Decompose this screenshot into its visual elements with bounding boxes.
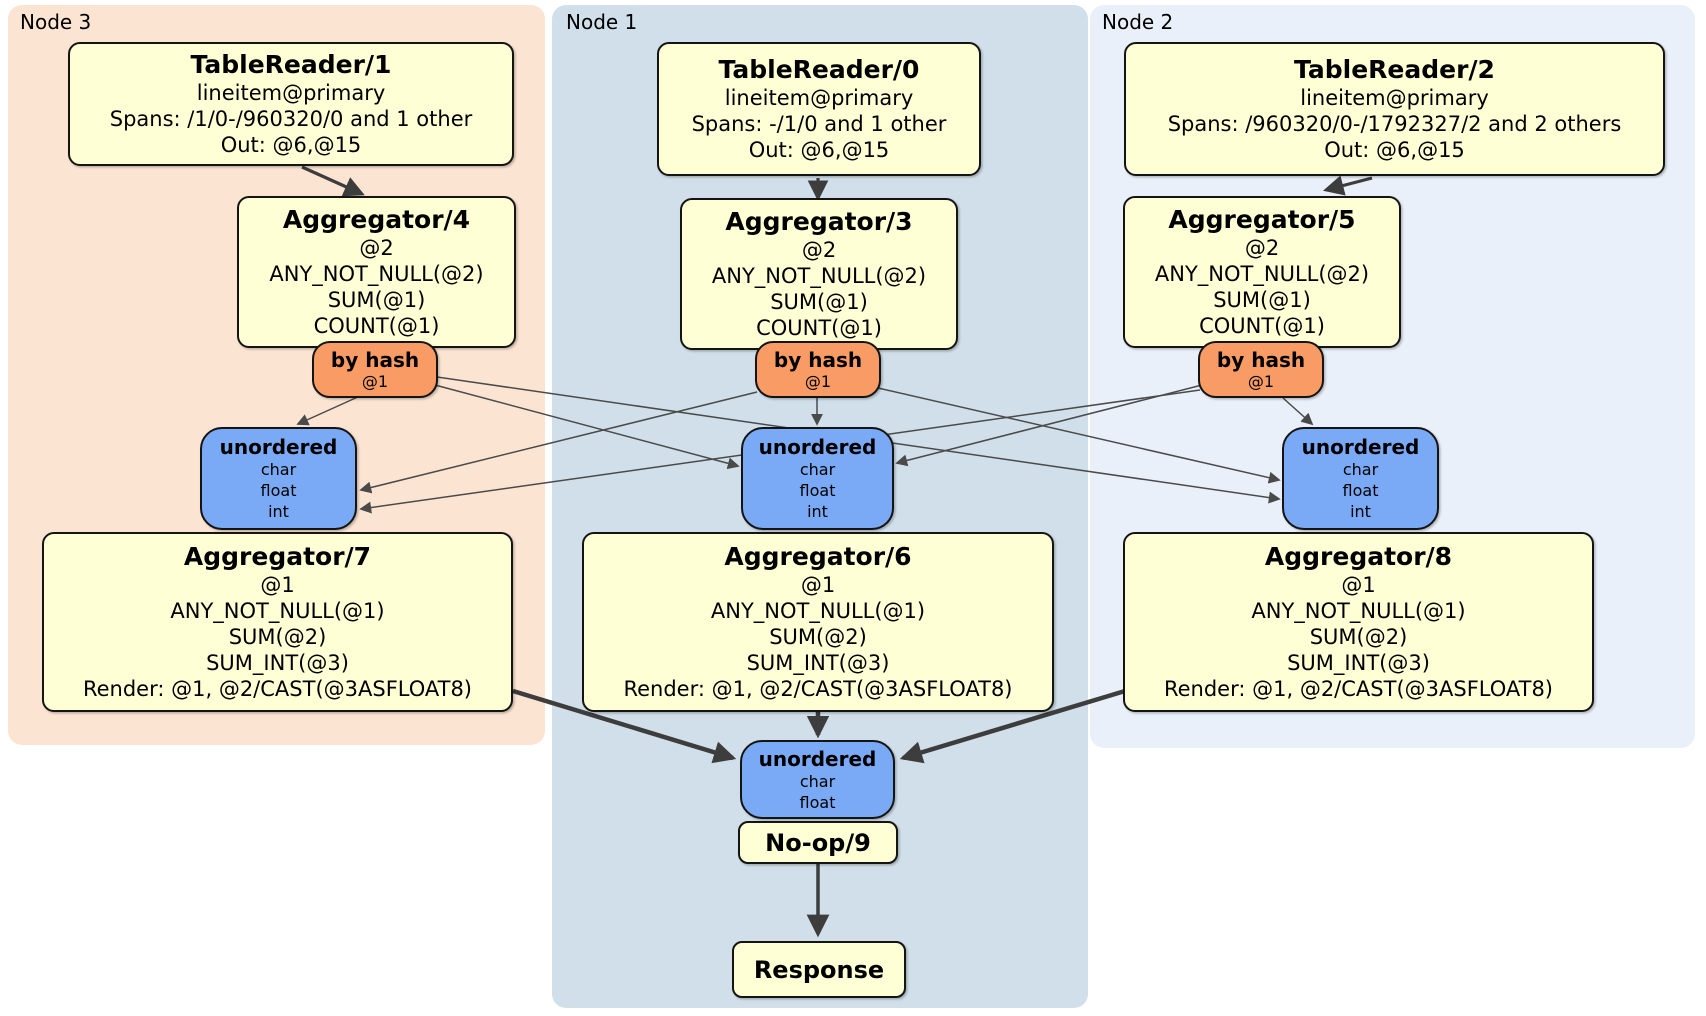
- sync-item: int: [1350, 502, 1371, 521]
- processor-line: Out: @6,@15: [1324, 138, 1465, 162]
- processor-tablereader-2: TableReader/2 lineitem@primary Spans: /9…: [1124, 42, 1665, 176]
- processor-title: Aggregator/5: [1168, 205, 1356, 234]
- router-by-hash-node3: by hash @1: [312, 341, 438, 398]
- processor-aggregator-8: Aggregator/8 @1 ANY_NOT_NULL(@1) SUM(@2)…: [1123, 532, 1594, 712]
- processor-line: COUNT(@1): [313, 314, 440, 338]
- processor-aggregator-4: Aggregator/4 @2 ANY_NOT_NULL(@2) SUM(@1)…: [237, 196, 516, 348]
- router-detail: @1: [804, 371, 832, 391]
- sync-item: char: [799, 771, 836, 791]
- processor-line: SUM(@1): [770, 290, 868, 314]
- processor-title: No-op/9: [765, 828, 871, 857]
- processor-aggregator-3: Aggregator/3 @2 ANY_NOT_NULL(@2) SUM(@1)…: [680, 198, 958, 350]
- processor-line: Spans: -/1/0 and 1 other: [691, 112, 947, 136]
- processor-noop-9: No-op/9: [738, 821, 898, 864]
- processor-line: ANY_NOT_NULL(@1): [1251, 599, 1466, 623]
- sync-unordered-final: unordered char float: [740, 740, 895, 819]
- sync-item: float: [1342, 481, 1379, 500]
- processor-line: Out: @6,@15: [220, 133, 362, 157]
- processor-line: SUM(@2): [769, 625, 867, 649]
- processor-line: lineitem@primary: [196, 81, 386, 105]
- processor-title: Aggregator/6: [724, 542, 912, 571]
- processor-edges: [301, 165, 1373, 938]
- processor-title: Aggregator/8: [1264, 542, 1453, 571]
- processor-line: @1: [260, 573, 295, 597]
- sync-title: unordered: [758, 746, 877, 771]
- sync-item: float: [799, 481, 836, 500]
- router-title: by hash: [773, 347, 863, 372]
- processor-line: @2: [359, 236, 394, 260]
- sync-item: float: [799, 792, 836, 812]
- processor-line: SUM_INT(@3): [746, 651, 890, 675]
- processor-tablereader-1: TableReader/1 lineitem@primary Spans: /1…: [68, 42, 514, 166]
- node2-label: Node 2: [1102, 10, 1174, 34]
- sync-item: int: [268, 502, 289, 521]
- processor-line: lineitem@primary: [724, 86, 914, 110]
- sync-unordered-node2: unordered char float int: [1282, 427, 1439, 530]
- router-title: by hash: [1216, 347, 1306, 372]
- processor-title: TableReader/0: [718, 55, 920, 84]
- processor-line: ANY_NOT_NULL(@2): [1154, 262, 1370, 286]
- processor-title: Aggregator/3: [725, 207, 913, 236]
- processor-line: COUNT(@1): [1199, 314, 1325, 338]
- processor-line: @1: [1341, 573, 1376, 597]
- sync-item: int: [807, 502, 828, 521]
- processor-title: Aggregator/4: [282, 205, 471, 234]
- processor-title: TableReader/2: [1294, 55, 1495, 84]
- sync-title: unordered: [758, 435, 877, 459]
- processor-title: Response: [753, 955, 885, 984]
- processor-aggregator-7: Aggregator/7 @1 ANY_NOT_NULL(@1) SUM(@2)…: [42, 532, 513, 712]
- sync-item: char: [799, 460, 836, 479]
- processor-line: SUM_INT(@3): [206, 651, 349, 675]
- router-title: by hash: [330, 347, 420, 372]
- processor-aggregator-5: Aggregator/5 @2 ANY_NOT_NULL(@2) SUM(@1)…: [1123, 196, 1401, 348]
- processor-aggregator-6: Aggregator/6 @1 ANY_NOT_NULL(@1) SUM(@2)…: [582, 532, 1054, 712]
- processor-title: TableReader/1: [190, 50, 392, 79]
- processor-line: COUNT(@1): [756, 316, 882, 340]
- processor-line: SUM(@1): [327, 288, 426, 312]
- processor-line: @1: [800, 573, 836, 597]
- sync-item: float: [260, 481, 297, 500]
- processor-line: ANY_NOT_NULL(@2): [269, 262, 484, 286]
- processor-line: SUM_INT(@3): [1287, 651, 1430, 675]
- processor-line: Render: @1, @2/CAST(@3ASFLOAT8): [82, 677, 473, 701]
- processor-title: Aggregator/7: [183, 542, 372, 571]
- node3-label: Node 3: [20, 10, 92, 34]
- router-detail: @1: [1247, 371, 1275, 391]
- processor-tablereader-0: TableReader/0 lineitem@primary Spans: -/…: [657, 42, 981, 176]
- processor-line: Spans: /1/0-/960320/0 and 1 other: [109, 107, 473, 131]
- sync-title: unordered: [1301, 435, 1420, 459]
- sync-title: unordered: [219, 435, 338, 459]
- processor-line: Spans: /960320/0-/1792327/2 and 2 others: [1167, 112, 1622, 136]
- processor-line: SUM(@2): [228, 625, 327, 649]
- processor-line: SUM(@2): [1309, 625, 1408, 649]
- processor-line: @2: [801, 238, 837, 262]
- sync-unordered-node1: unordered char float int: [741, 427, 894, 530]
- router-by-hash-node1: by hash @1: [755, 341, 881, 398]
- response-box: Response: [732, 941, 906, 998]
- processor-line: lineitem@primary: [1300, 86, 1489, 110]
- router-detail: @1: [361, 371, 389, 391]
- processor-line: @2: [1244, 236, 1280, 260]
- sync-item: char: [1342, 460, 1379, 479]
- processor-line: Render: @1, @2/CAST(@3ASFLOAT8): [623, 677, 1013, 701]
- sync-item: char: [260, 460, 297, 479]
- processor-line: SUM(@1): [1213, 288, 1311, 312]
- processor-line: Render: @1, @2/CAST(@3ASFLOAT8): [1163, 677, 1554, 701]
- router-by-hash-node2: by hash @1: [1198, 341, 1324, 398]
- node1-label: Node 1: [566, 10, 638, 34]
- sync-unordered-node3: unordered char float int: [200, 427, 357, 530]
- processor-line: ANY_NOT_NULL(@1): [710, 599, 926, 623]
- processor-line: Out: @6,@15: [748, 138, 890, 162]
- processor-line: ANY_NOT_NULL(@1): [170, 599, 385, 623]
- processor-line: ANY_NOT_NULL(@2): [711, 264, 927, 288]
